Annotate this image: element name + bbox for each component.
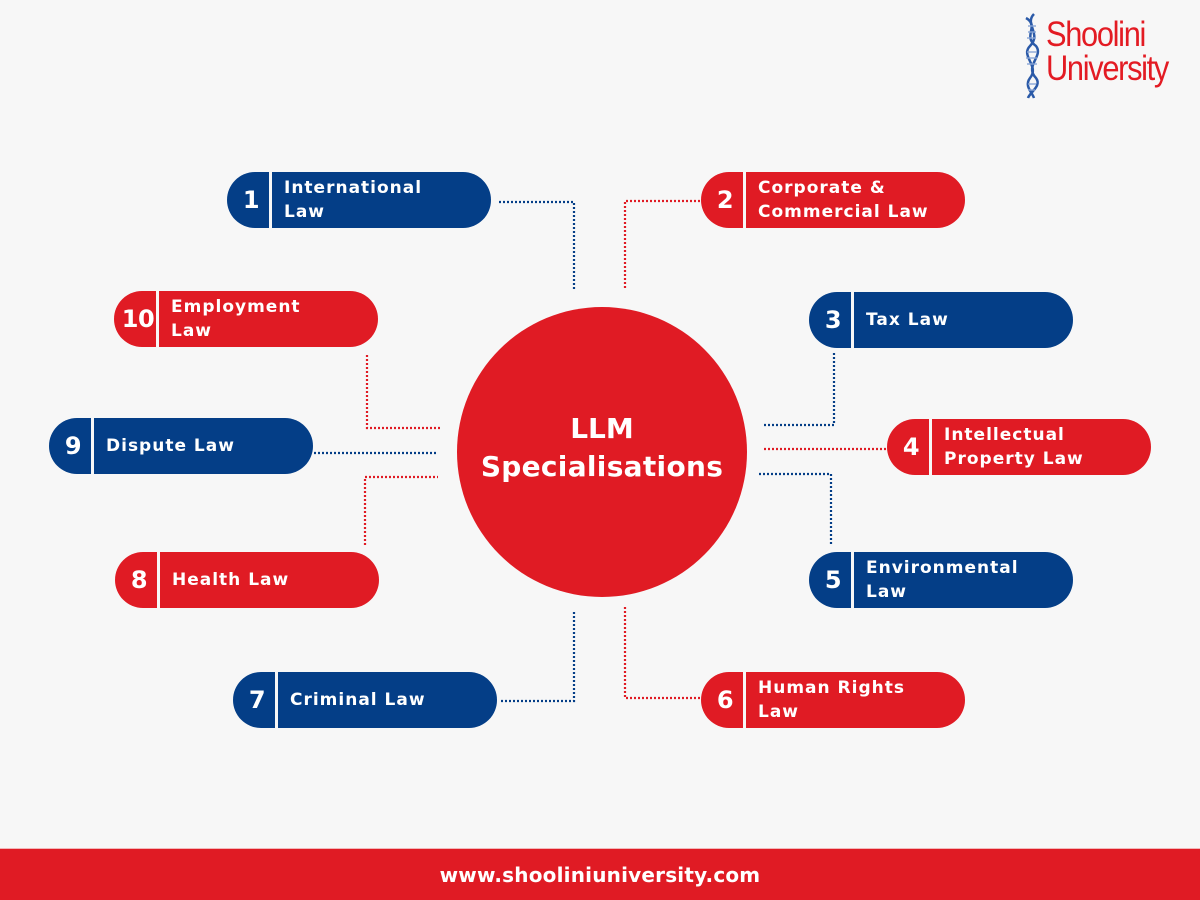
specialisation-pill-9: 9 Dispute Law	[49, 418, 313, 474]
logo-line-1: Shoolini	[1046, 15, 1146, 54]
logo-line-2: University	[1046, 49, 1169, 88]
footer-bar: www.shooliniuniversity.com	[0, 848, 1200, 900]
item-number: 4	[887, 419, 932, 475]
item-label: Health Law	[172, 570, 290, 590]
item-number: 1	[227, 172, 272, 228]
item-label: Employment Law	[171, 297, 301, 341]
item-number: 7	[233, 672, 278, 728]
item-label: Intellectual Property Law	[944, 425, 1084, 469]
item-number: 6	[701, 672, 746, 728]
item-number: 5	[809, 552, 854, 608]
item-number: 3	[809, 292, 854, 348]
connector-5	[759, 472, 833, 546]
center-title-line-1: LLM	[570, 412, 634, 445]
connector-8	[363, 475, 438, 545]
item-label: Criminal Law	[290, 690, 426, 710]
specialisation-pill-6: 6 Human Rights Law	[701, 672, 965, 728]
item-label: Environmental Law	[866, 558, 1019, 602]
item-label: Tax Law	[866, 310, 949, 330]
item-number: 8	[115, 552, 160, 608]
shoolini-university-logo: Shoolini University	[1020, 12, 1190, 100]
specialisation-pill-10: 10 Employment Law	[114, 291, 378, 347]
connector-3	[762, 353, 836, 427]
specialisation-pill-5: 5 Environmental Law	[809, 552, 1073, 608]
item-label: Human Rights Law	[758, 678, 905, 722]
specialisation-pill-1: 1 International Law	[227, 172, 491, 228]
logo-wordmark: Shoolini University	[1046, 15, 1169, 88]
item-label: International Law	[284, 178, 423, 222]
connector-7	[500, 612, 576, 703]
footer-website-link[interactable]: www.shooliniuniversity.com	[439, 862, 761, 887]
item-number: 2	[701, 172, 746, 228]
specialisation-pill-2: 2 Corporate & Commercial Law	[701, 172, 965, 228]
specialisation-pill-3: 3 Tax Law	[809, 292, 1073, 348]
center-hub-circle: LLM Specialisations	[457, 307, 747, 597]
connector-10	[365, 355, 440, 430]
item-label: Corporate & Commercial Law	[758, 178, 929, 222]
connector-6	[623, 607, 700, 700]
item-number: 10	[114, 291, 159, 347]
center-title-line-2: Specialisations	[480, 450, 724, 483]
specialisation-pill-7: 7 Criminal Law	[233, 672, 497, 728]
connector-2	[623, 199, 700, 289]
item-label: Dispute Law	[106, 436, 235, 456]
dna-helix-icon	[1025, 13, 1040, 99]
item-number: 9	[49, 418, 94, 474]
specialisation-pill-8: 8 Health Law	[115, 552, 379, 608]
connector-1	[499, 200, 576, 290]
specialisation-pill-4: 4 Intellectual Property Law	[887, 419, 1151, 475]
